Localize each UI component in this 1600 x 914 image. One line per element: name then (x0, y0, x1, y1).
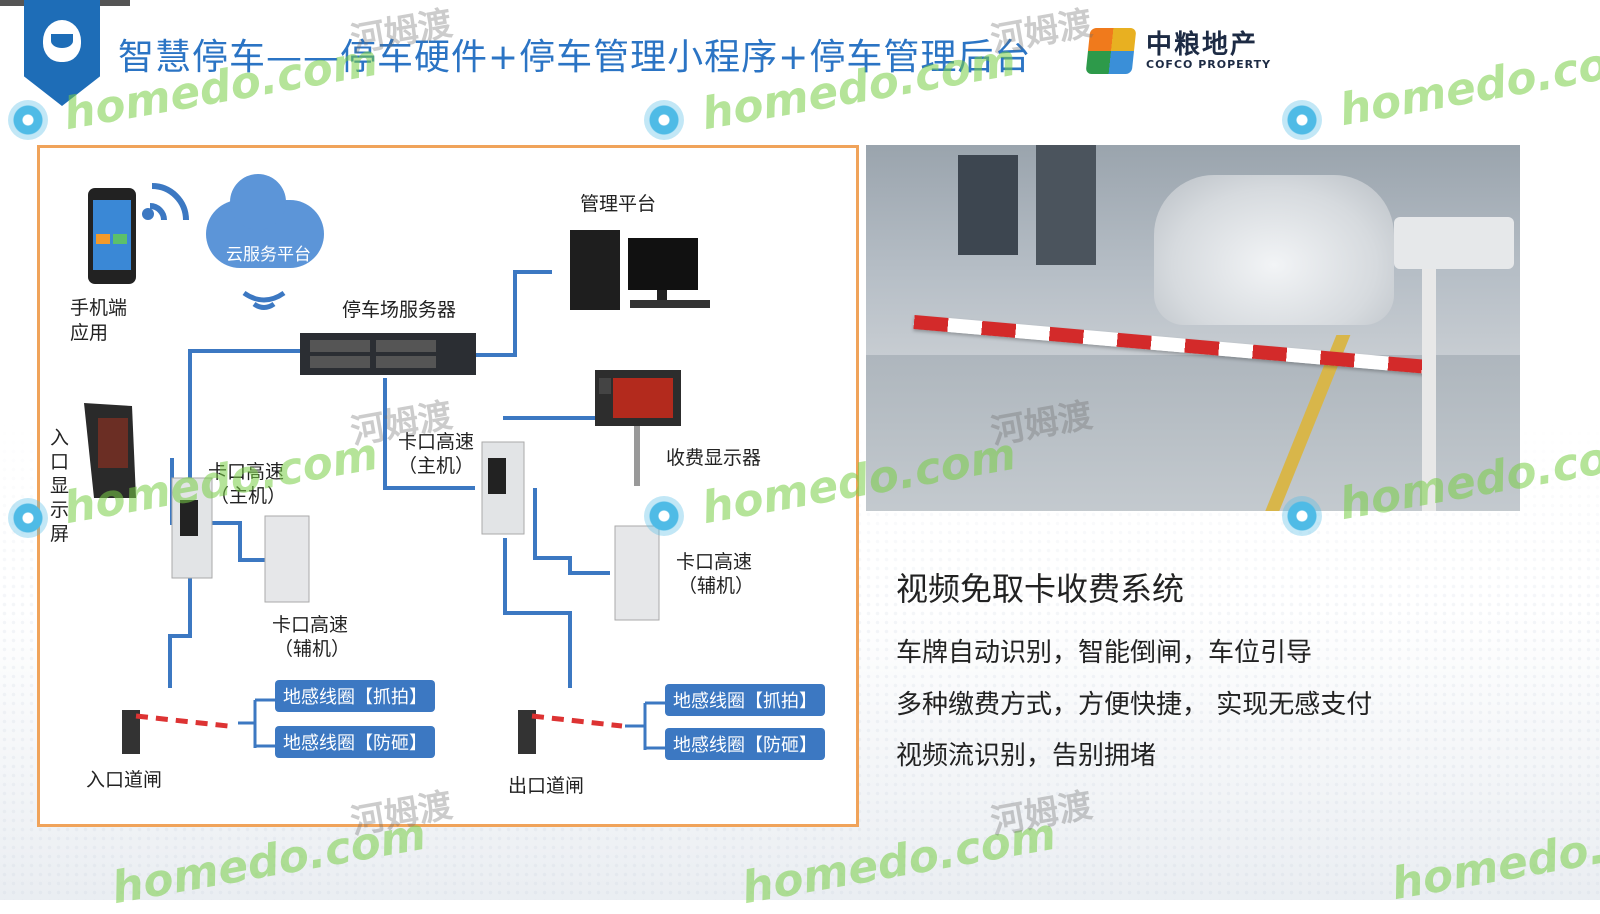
watermark-flower-icon (8, 100, 48, 140)
logo-cn-text: 中粮地产 (1146, 30, 1259, 60)
camera-icon (1394, 217, 1514, 269)
mobile-app-label-1: 手机端 (70, 297, 128, 319)
checkpoint-main-right-label-1: 卡口高速 (398, 431, 475, 453)
feature-line-2: 多种缴费方式，方便快捷， 实现无感支付 (896, 690, 1373, 720)
photo-gate-left (958, 155, 1018, 255)
logo-badge (24, 0, 100, 106)
checkpoint-main-left-label-1: 卡口高速 (208, 461, 285, 483)
photo-road (866, 355, 1520, 511)
watermark-flower-icon (644, 100, 684, 140)
parking-server-label: 停车场服务器 (342, 299, 457, 321)
cofco-cube-icon (1085, 28, 1137, 74)
checkpoint-main-right-label-2: （主机） (398, 455, 475, 477)
system-diagram: 云服务平台 手机端 应用 管理平台 停车场服务器 入口显示屏 卡口高速 （主机）… (37, 145, 859, 827)
company-logo: 中粮地产 COFCO PROPERTY (1085, 22, 1278, 82)
parking-gate-photo (866, 145, 1520, 511)
feature-line-1: 车牌自动识别，智能倒闸，车位引导 (896, 638, 1313, 668)
checkpoint-aux-right-label-1: 卡口高速 (676, 551, 753, 573)
entrance-loop-anti-smash-tag: 地感线圈【防砸】 (275, 726, 435, 758)
checkpoint-aux-left-label-1: 卡口高速 (272, 614, 349, 636)
checkpoint-main-left-label-2: （主机） (210, 485, 287, 507)
watermark-flower-icon (1282, 100, 1322, 140)
feature-title: 视频免取卡收费系统 (896, 570, 1185, 608)
entrance-loop-capture-tag: 地感线圈【抓拍】 (275, 680, 435, 712)
cloud-service-label: 云服务平台 (226, 245, 311, 265)
watermark-latin: homedo.co (1335, 38, 1600, 137)
cloud-icon (206, 174, 324, 268)
photo-gate-right (1036, 145, 1096, 265)
mobile-app-label-2: 应用 (70, 322, 109, 344)
exit-loop-anti-smash-tag: 地感线圈【防砸】 (665, 728, 825, 760)
diagram-connections (84, 183, 710, 754)
management-platform-label: 管理平台 (580, 193, 657, 215)
entrance-gate-label: 入口道闸 (86, 769, 163, 791)
entrance-display-label: 入口显示屏 (50, 427, 70, 545)
feature-line-3: 视频流识别，告别拥堵 (896, 741, 1157, 771)
photo-car (1154, 175, 1394, 325)
checkpoint-aux-right-label-2: （辅机） (678, 575, 755, 597)
logo-en-text: COFCO PROPERTY (1146, 58, 1272, 71)
exit-loop-capture-tag: 地感线圈【抓拍】 (665, 684, 825, 716)
exit-gate-label: 出口道闸 (508, 775, 585, 797)
fee-display-label: 收费显示器 (666, 447, 762, 469)
checkpoint-aux-left-label-2: （辅机） (274, 638, 351, 660)
slide-title: 智慧停车——停车硬件+停车管理小程序+停车管理后台 (118, 37, 1032, 78)
penguin-icon (43, 20, 81, 62)
photo-camera-post (1422, 265, 1436, 511)
